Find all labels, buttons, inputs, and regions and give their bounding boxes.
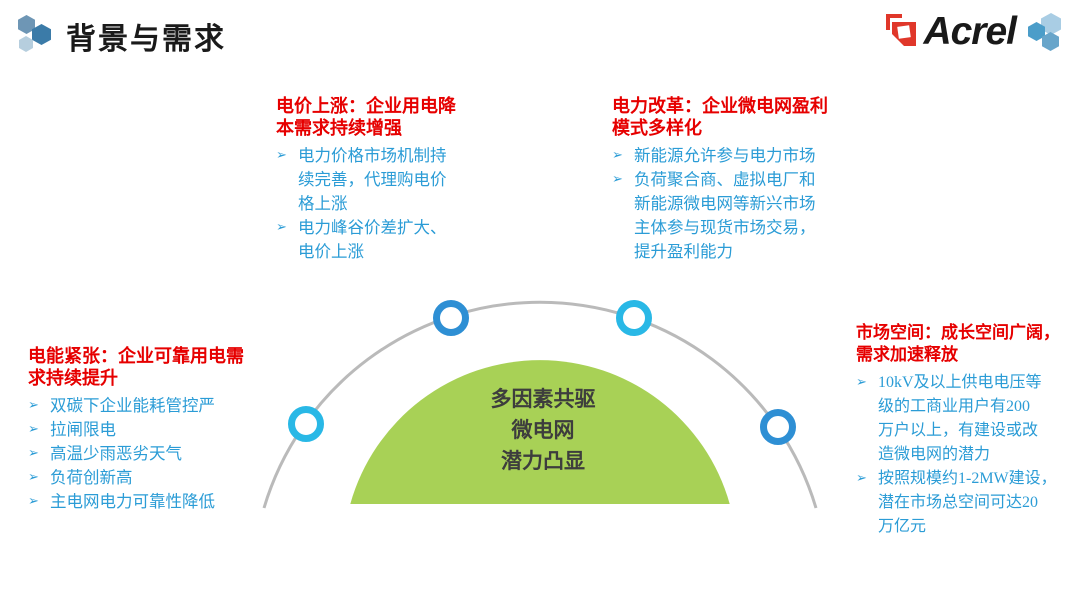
bullet-item: ➢ 负荷创新高 — [28, 466, 280, 490]
bullet-text: 10kV及以上供电电压等 级的工商业用户有200 万户以上，有建设或改 造微电网… — [878, 374, 1042, 463]
hexagon-icon — [32, 24, 51, 45]
arrow-bullet-icon: ➢ — [612, 172, 623, 187]
hexagon-icon — [1041, 13, 1061, 35]
node-ring-icon — [760, 409, 796, 445]
bullet-item: ➢ 电力价格市场机制持 续完善，代理购电价 格上涨 — [276, 144, 486, 216]
arrow-bullet-icon: ➢ — [276, 220, 287, 235]
arrow-bullet-icon: ➢ — [612, 148, 623, 163]
arrow-bullet-icon: ➢ — [28, 494, 39, 509]
bullet-text: 电力价格市场机制持 续完善，代理购电价 格上涨 — [298, 146, 447, 213]
bullet-item: ➢ 负荷聚合商、虚拟电厂和 新能源微电网等新兴市场 主体参与现货市场交易， 提升… — [612, 168, 864, 264]
acrel-logo-icon — [886, 14, 917, 46]
bullet-text: 电力峰谷价差扩大、 电价上涨 — [298, 218, 447, 261]
block-heading: 电力改革：企业微电网盈利 模式多样化 — [612, 96, 828, 138]
title-hexagon-icon — [16, 13, 56, 59]
bullet-item: ➢ 主电网电力可靠性降低 — [28, 490, 280, 514]
logo-hexagon-icon — [1028, 12, 1066, 52]
hexagon-icon — [19, 36, 33, 52]
bullet-item: ➢ 新能源允许参与电力市场 — [612, 144, 864, 168]
diagram-center-label: 多因素共驱 微电网 潜力凸显 — [490, 388, 596, 473]
arrow-bullet-icon: ➢ — [856, 471, 867, 486]
bullet-text: 按照规模约1-2MW建设， 潜在市场总空间可达20 万亿元 — [878, 470, 1057, 535]
node-ring-icon — [433, 300, 469, 336]
block-market-space: 市场空间：成长空间广阔， 需求加速释放 ➢ 10kV及以上供电电压等 级的工商业… — [856, 322, 1080, 539]
block-heading: 电能紧张：企业可靠用电需 求持续提升 — [28, 346, 244, 388]
bullet-text: 高温少雨恶劣天气 — [50, 444, 182, 463]
hexagon-icon — [1028, 22, 1045, 41]
arrow-bullet-icon: ➢ — [28, 446, 39, 461]
bullet-item: ➢ 按照规模约1-2MW建设， 潜在市场总空间可达20 万亿元 — [856, 467, 1080, 539]
hexagon-icon — [1042, 32, 1059, 51]
hexagon-icon — [18, 15, 35, 34]
bullet-text: 主电网电力可靠性降低 — [50, 492, 215, 511]
block-power-shortage: 电能紧张：企业可靠用电需 求持续提升 ➢ 双碳下企业能耗管控严 ➢ 拉闸限电 ➢… — [28, 345, 280, 514]
arrow-bullet-icon: ➢ — [28, 422, 39, 437]
block-heading: 电价上涨：企业用电降 本需求持续增强 — [276, 96, 456, 138]
brand-name: Acrel — [923, 10, 1017, 53]
bullet-item: ➢ 拉闸限电 — [28, 418, 280, 442]
arrow-bullet-icon: ➢ — [28, 470, 39, 485]
bullet-text: 拉闸限电 — [50, 420, 116, 439]
acrel-logo: Acrel — [885, 12, 1066, 52]
block-price-rise: 电价上涨：企业用电降 本需求持续增强 ➢ 电力价格市场机制持 续完善，代理购电价… — [276, 95, 486, 264]
bullet-text: 新能源允许参与电力市场 — [634, 146, 816, 165]
bullet-item: ➢ 双碳下企业能耗管控严 — [28, 394, 280, 418]
bullet-item: ➢ 10kV及以上供电电压等 级的工商业用户有200 万户以上，有建设或改 造微… — [856, 371, 1080, 467]
arrow-bullet-icon: ➢ — [856, 375, 867, 390]
block-heading: 市场空间：成长空间广阔， 需求加速释放 — [856, 323, 1060, 364]
bullet-text: 双碳下企业能耗管控严 — [50, 396, 215, 415]
arc-line — [262, 300, 818, 509]
page-title: 背景与需求 — [66, 23, 226, 56]
bullet-item: ➢ 高温少雨恶劣天气 — [28, 442, 280, 466]
node-ring-icon — [616, 300, 652, 336]
arrow-bullet-icon: ➢ — [28, 398, 39, 413]
bullet-text: 负荷创新高 — [50, 468, 133, 487]
bullet-text: 负荷聚合商、虚拟电厂和 新能源微电网等新兴市场 主体参与现货市场交易， 提升盈利… — [634, 170, 816, 261]
arrow-bullet-icon: ➢ — [276, 148, 287, 163]
block-power-reform: 电力改革：企业微电网盈利 模式多样化 ➢ 新能源允许参与电力市场 ➢ 负荷聚合商… — [612, 95, 864, 264]
center-green-circle — [350, 360, 730, 504]
bullet-item: ➢ 电力峰谷价差扩大、 电价上涨 — [276, 216, 486, 264]
node-ring-icon — [288, 406, 324, 442]
